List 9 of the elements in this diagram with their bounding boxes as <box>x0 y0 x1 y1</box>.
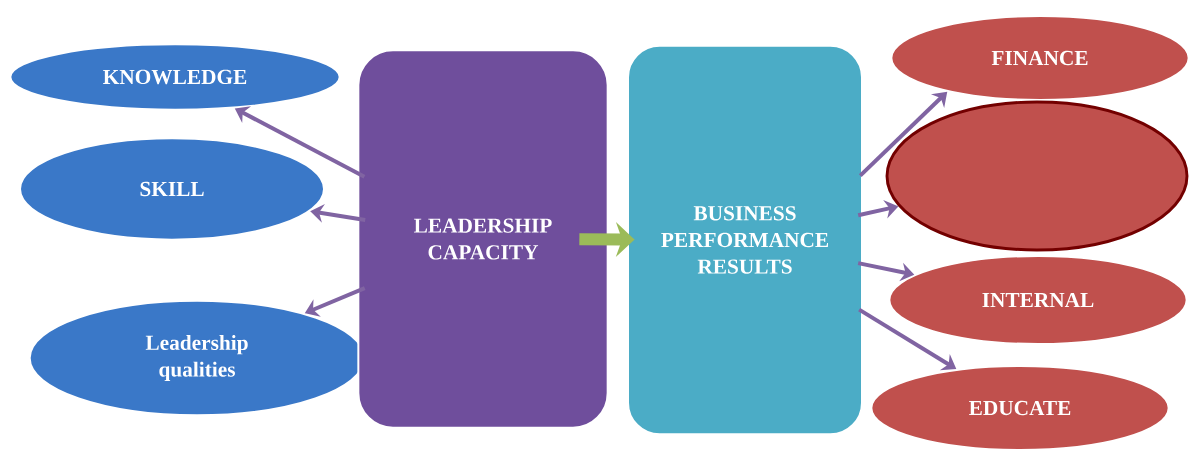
rounded-box: LEADERSHIP CAPACITY <box>357 49 609 429</box>
rounded-box: BUSINESS PERFORMANCE RESULTS <box>621 38 869 442</box>
ellipse-node: Leadership qualities <box>28 299 366 417</box>
ellipse-node: SKILL <box>19 137 325 241</box>
ellipse-node <box>885 100 1189 252</box>
ellipse-node: FINANCE <box>890 15 1189 101</box>
ellipse-node: EDUCATE <box>870 365 1170 451</box>
ellipse-node: INTERNAL <box>888 255 1188 345</box>
ellipse-node: KNOWLEDGE <box>9 43 341 111</box>
